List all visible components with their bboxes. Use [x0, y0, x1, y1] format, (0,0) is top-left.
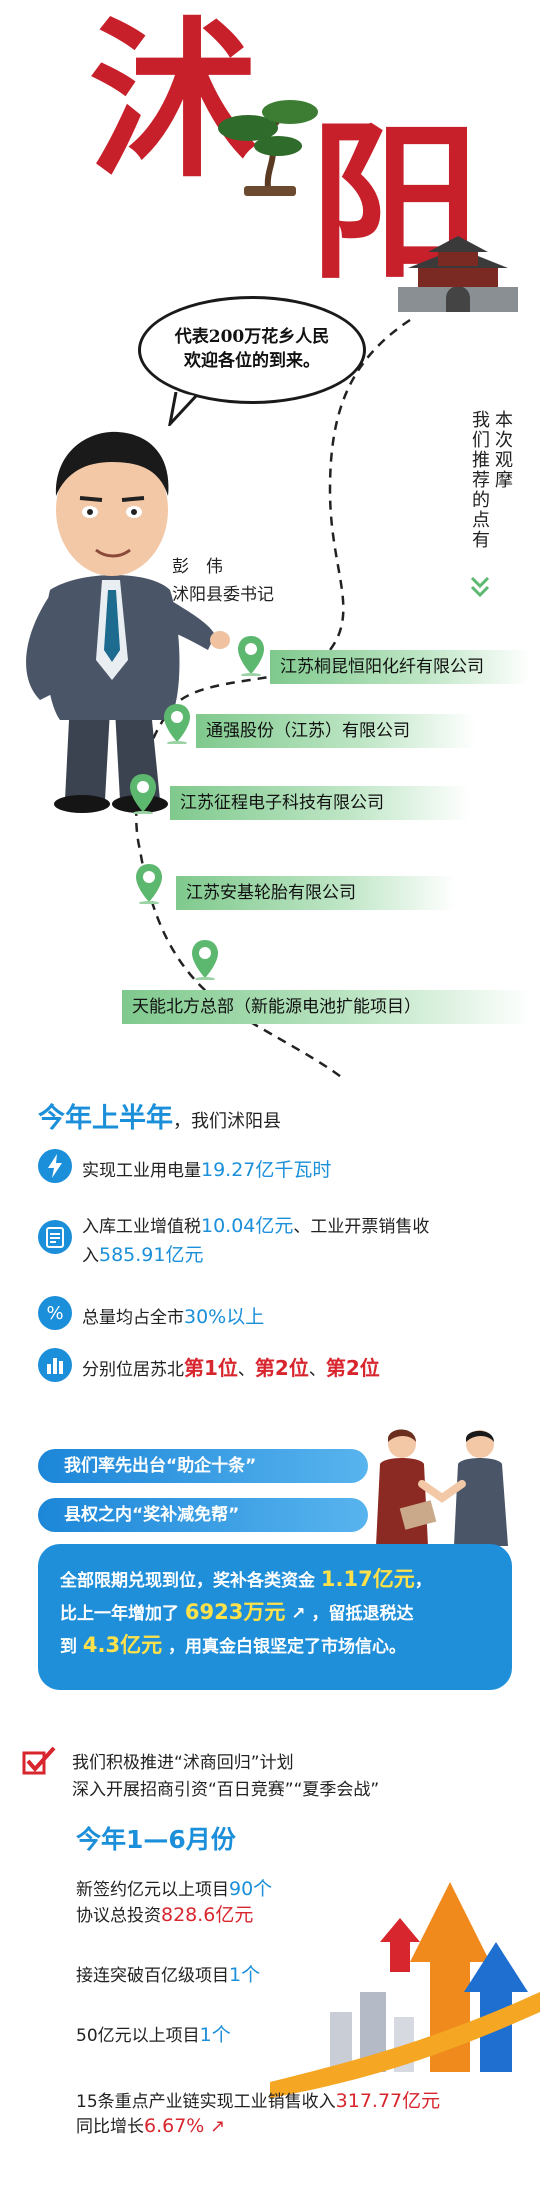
stat-share: 总量均占全市30%以上: [82, 1302, 264, 1329]
tax-icon: [38, 1220, 72, 1254]
policy-summary-box: 全部限期兑现到位，奖补各类资金 1.17亿元， 比上一年增加了 6923万元 ↗…: [38, 1544, 512, 1690]
stat-industry-sales: 15条重点产业链实现工业销售收入317.77亿元: [76, 2086, 440, 2113]
location-pin-icon: [192, 940, 218, 980]
stat2-prefix: 入库工业增值税: [82, 1217, 201, 1237]
s2-prefix: 协议总投资: [76, 1906, 161, 1926]
note-col-2: 我们推荐的点有: [469, 410, 490, 550]
section3-intro-2: 深入开展招商引资“百日竞赛”“夏季会战”: [72, 1780, 380, 1800]
location-label-5: 天能北方总部（新能源电池扩能项目）: [122, 990, 532, 1024]
stat2-line2-prefix: 入: [82, 1246, 99, 1266]
stat1-prefix: 实现工业用电量: [82, 1161, 201, 1181]
stat2-value2: 585.91亿元: [99, 1244, 204, 1266]
s6-value: 6.67%: [144, 2115, 205, 2137]
stat-100b-projects: 接连突破百亿级项目1个: [76, 1960, 260, 1987]
lightning-icon: [38, 1149, 72, 1183]
stat4-sep1: 、: [237, 1360, 255, 1380]
s6-prefix: 同比增长: [76, 2117, 144, 2137]
section3-heading: 今年1—6月份: [76, 1825, 236, 1854]
location-label-1: 江苏桐昆恒阳化纤有限公司: [270, 650, 530, 684]
policy-line2-text: 比上一年增加了: [60, 1604, 185, 1624]
policy-line1-value: 1.17亿元: [320, 1567, 415, 1591]
official-role: 沭阳县委书记: [172, 585, 274, 605]
stat1-value: 19.27亿千瓦时: [201, 1159, 332, 1181]
s5-value: 317.77亿元: [335, 2090, 441, 2112]
stat3-value: 30%以上: [184, 1306, 265, 1328]
title-char-shu: 沭: [88, 1, 258, 201]
policy-box-line-2: 比上一年增加了 6923万元 ↗ ，留抵退税达: [60, 1597, 490, 1630]
stat-new-projects: 新签约亿元以上项目90个: [76, 1874, 272, 1901]
speech-bubble-tail: [168, 392, 198, 426]
policy-line2-value: 6923万元: [184, 1600, 286, 1624]
policy-box-line-3: 到 4.3亿元 ，用真金白银坚定了市场信心。: [60, 1630, 490, 1663]
policy-line3-text: 到: [60, 1637, 83, 1657]
stat4-rank1: 第1位: [184, 1356, 238, 1380]
s5-prefix: 15条重点产业链实现工业销售收入: [76, 2092, 336, 2112]
handshake-illustration: [376, 1429, 508, 1546]
policy-line1-text: 全部限期兑现到位，奖补各类资金: [60, 1571, 321, 1591]
location-label-4: 江苏安基轮胎有限公司: [176, 876, 456, 910]
stat-ranking: 分别位居苏北第1位、第2位、第2位: [82, 1352, 380, 1381]
speech-line-2: 欢迎各位的到来。: [184, 351, 320, 371]
stat-5b-projects: 50亿元以上项目1个: [76, 2020, 231, 2047]
stat4-sep2: 、: [308, 1360, 326, 1380]
stat-total-investment: 协议总投资828.6亿元: [76, 1900, 253, 1927]
down-arrows-icon: [470, 576, 490, 598]
s3-value: 1个: [229, 1964, 261, 1986]
route-dashed-path: [135, 318, 411, 1081]
growth-arrows-illustration: [270, 1882, 540, 2098]
speech-bubble: 代表200万花乡人民 欢迎各位的到来。: [138, 296, 366, 404]
location-pin-icon: [130, 774, 156, 814]
official-name: 彭 伟: [172, 557, 223, 577]
s1-prefix: 新签约亿元以上项目: [76, 1880, 229, 1900]
percent-icon: %: [38, 1296, 72, 1330]
up-arrow-icon: ↗: [285, 1604, 306, 1624]
stat-tax: 入库工业增值税10.04亿元、工业开票销售收入585.91亿元: [82, 1212, 522, 1270]
policy-box-line-1: 全部限期兑现到位，奖补各类资金 1.17亿元，: [60, 1564, 490, 1597]
svg-text:%: %: [46, 1303, 63, 1324]
location-label-3: 江苏征程电子科技有限公司: [170, 786, 470, 820]
recommended-points-note: 本次观摩 我们推荐的点有: [468, 410, 514, 580]
speech-line-1: 代表200万花乡人民: [174, 327, 330, 347]
section2-heading-main: 今年上半年: [38, 1103, 173, 1134]
note-col-1: 本次观摩: [492, 410, 513, 490]
location-pin-icon: [136, 864, 162, 904]
ranking-icon: [38, 1348, 72, 1382]
checkbox-check-icon: [22, 1746, 56, 1775]
stat4-prefix: 分别位居苏北: [82, 1360, 184, 1380]
policy-bar-2: 县权之内“奖补减免帮”: [38, 1498, 368, 1532]
up-arrow-icon: ↗: [204, 2116, 226, 2137]
location-label-2: 通强股份（江苏）有限公司: [196, 714, 476, 748]
policy-line2-tail: ，留抵退税达: [305, 1604, 414, 1624]
section2-heading: 今年上半年，我们沭阳县: [38, 1096, 281, 1135]
s3-prefix: 接连突破百亿级项目: [76, 1966, 229, 1986]
stat2-value1: 10.04亿元: [201, 1215, 294, 1237]
bonsai-tree-illustration: [218, 100, 318, 196]
s4-prefix: 50亿元以上项目: [76, 2026, 200, 2046]
location-pin-icon: [238, 636, 264, 676]
stat-growth: 同比增长6.67% ↗: [76, 2112, 225, 2137]
stat2-mid: 、工业开票销售收: [293, 1217, 430, 1237]
section2-heading-sub: ，我们沭阳县: [173, 1111, 281, 1132]
stat4-rank2: 第2位: [254, 1356, 309, 1380]
s4-value: 1个: [199, 2024, 231, 2046]
official-cartoon-avatar: [26, 431, 230, 813]
s2-value: 828.6亿元: [161, 1904, 254, 1926]
stat-electricity: 实现工业用电量19.27亿千瓦时: [82, 1155, 331, 1182]
section3-intro-1: 我们积极推进“沭商回归”计划: [72, 1753, 294, 1773]
location-pin-icon: [164, 704, 190, 744]
policy-bar-1: 我们率先出台“助企十条”: [38, 1449, 368, 1483]
policy-line1-tail: ，: [414, 1571, 432, 1591]
policy-line3-tail: ，用真金白银坚定了市场信心。: [162, 1637, 407, 1657]
policy-line3-value: 4.3亿元: [82, 1633, 163, 1657]
s1-value: 90个: [229, 1878, 273, 1900]
ancient-city-gate-illustration: [398, 236, 518, 312]
stat3-prefix: 总量均占全市: [82, 1308, 184, 1328]
stat4-rank3: 第2位: [325, 1356, 380, 1380]
